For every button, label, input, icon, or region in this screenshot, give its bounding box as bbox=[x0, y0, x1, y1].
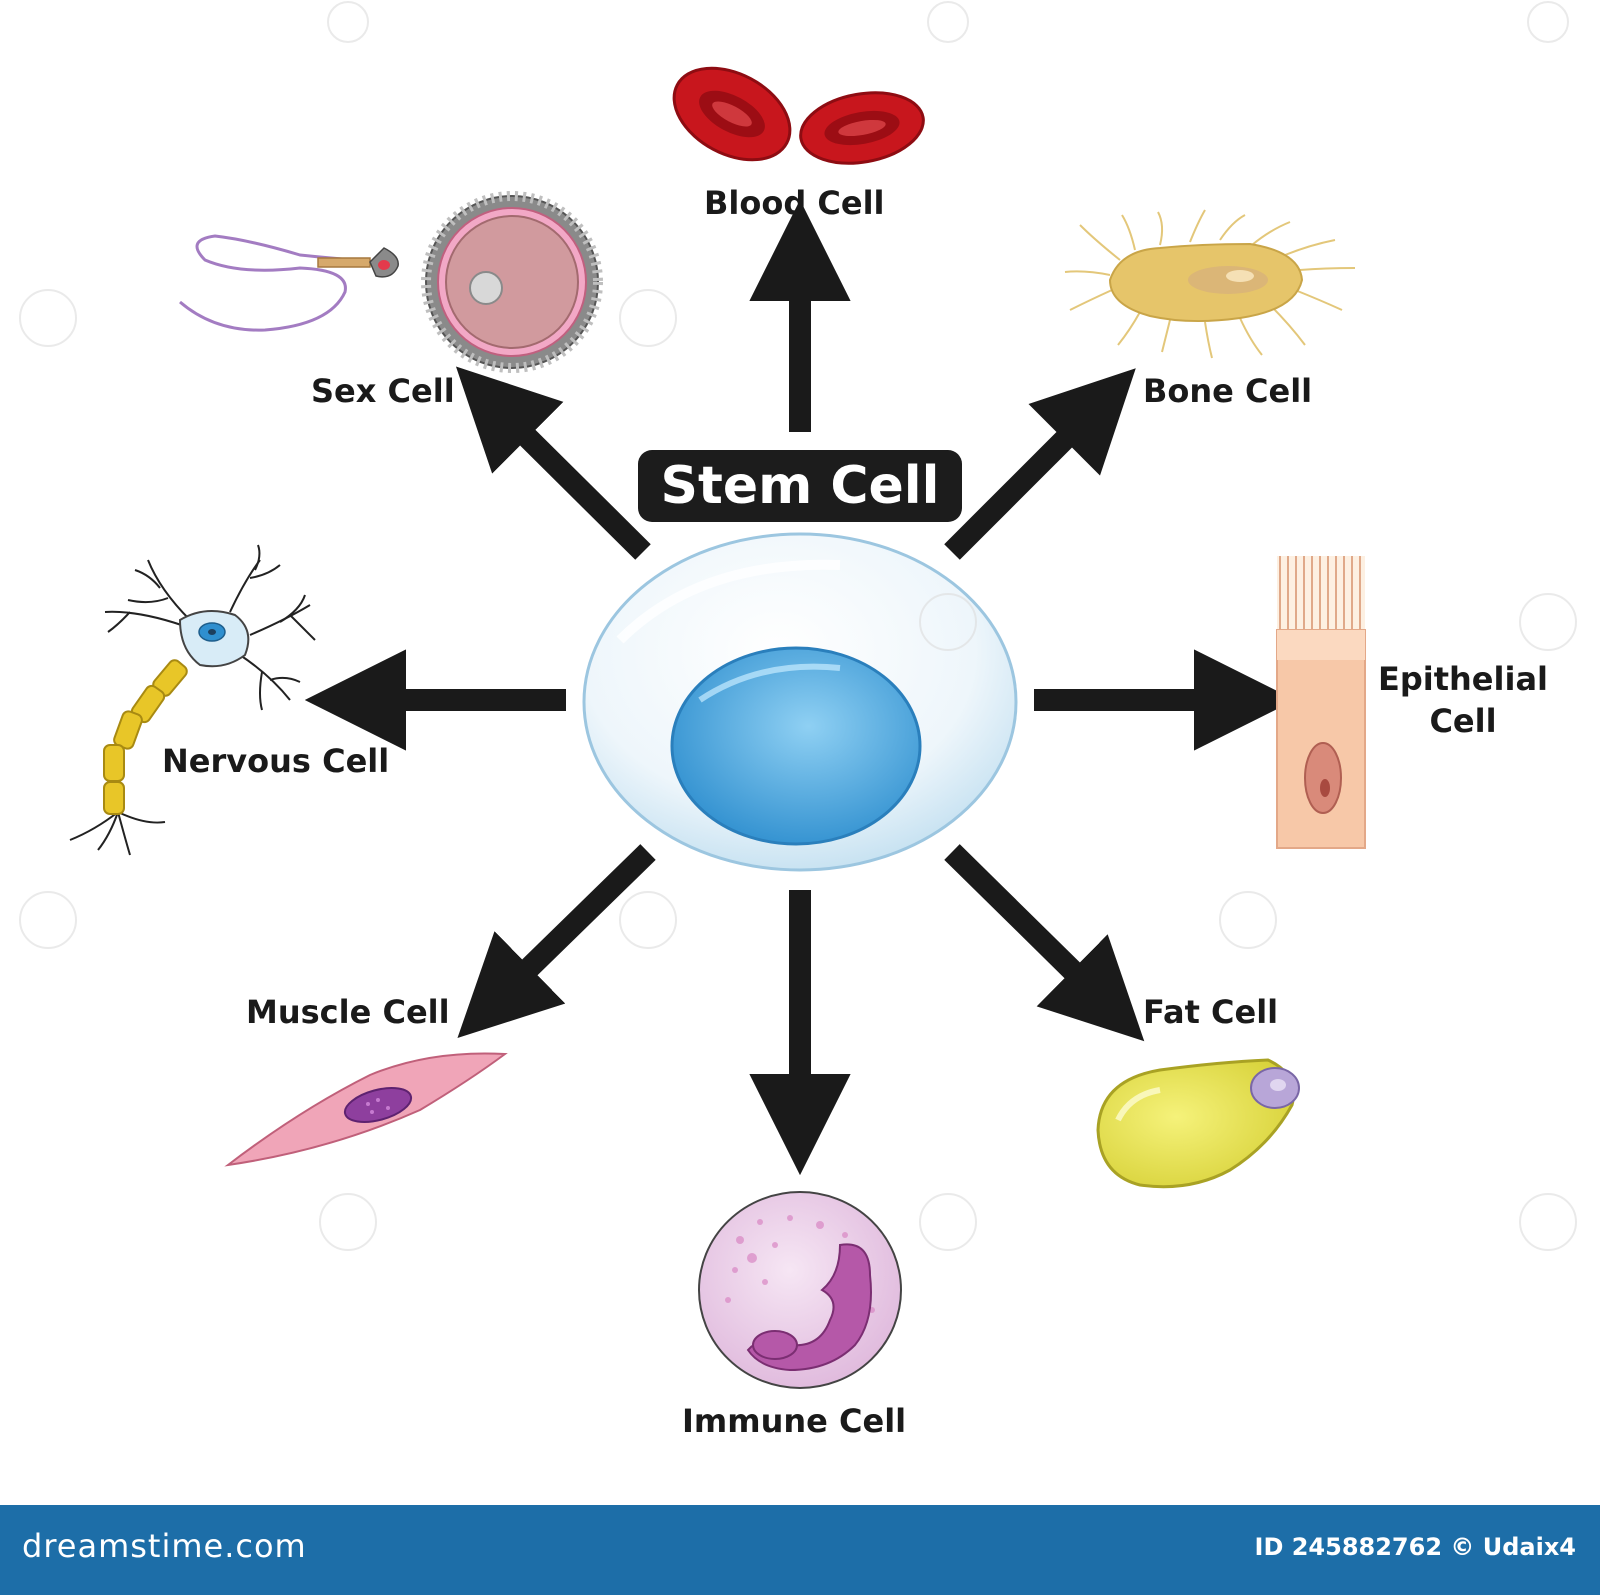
sex-cell-illustration bbox=[179, 191, 603, 373]
sex-cell-label: Sex Cell bbox=[311, 372, 455, 410]
footer-bar: dreamstime.com ID 245882762 © Udaix4 bbox=[0, 1505, 1600, 1595]
dreamstime-logo: dreamstime.com bbox=[22, 1527, 307, 1565]
bone-cell-illustration bbox=[1064, 209, 1356, 359]
fat-cell-illustration bbox=[1096, 1058, 1300, 1189]
blood-cell-label: Blood Cell bbox=[704, 184, 885, 222]
immune-cell-label: Immune Cell bbox=[682, 1402, 907, 1440]
blood-cell-illustration bbox=[672, 66, 925, 165]
epithelial-label-line-2: Cell bbox=[1429, 702, 1497, 740]
fat-cell-label: Fat Cell bbox=[1143, 993, 1279, 1031]
image-credit: ID 245882762 © Udaix4 bbox=[1254, 1533, 1576, 1561]
watermark-rings bbox=[19, 1, 1577, 1251]
epithelial-label-line-1: Epithelial bbox=[1377, 660, 1548, 698]
arrows bbox=[304, 199, 1296, 1176]
arrow-to-sex-cell bbox=[455, 366, 651, 560]
arrow-to-bone-cell bbox=[944, 368, 1136, 560]
stem-cell-illustration bbox=[582, 532, 1018, 872]
immune-cell-illustration bbox=[698, 1191, 902, 1389]
nervous-cell-illustration bbox=[69, 544, 316, 856]
nervous-cell-label: Nervous Cell bbox=[162, 742, 390, 780]
arrow-to-fat-cell bbox=[944, 844, 1145, 1042]
epithelial-cell-label: Epithelial Cell bbox=[1370, 658, 1556, 742]
bone-cell-label: Bone Cell bbox=[1143, 372, 1313, 410]
stem-cell-diagram bbox=[19, 1, 1577, 1389]
stem-cell-title: Stem Cell bbox=[638, 450, 962, 522]
arrow-to-muscle-cell bbox=[457, 844, 656, 1039]
epithelial-cell-illustration bbox=[1276, 556, 1366, 849]
muscle-cell-illustration bbox=[224, 1052, 508, 1167]
muscle-cell-label: Muscle Cell bbox=[246, 993, 450, 1031]
